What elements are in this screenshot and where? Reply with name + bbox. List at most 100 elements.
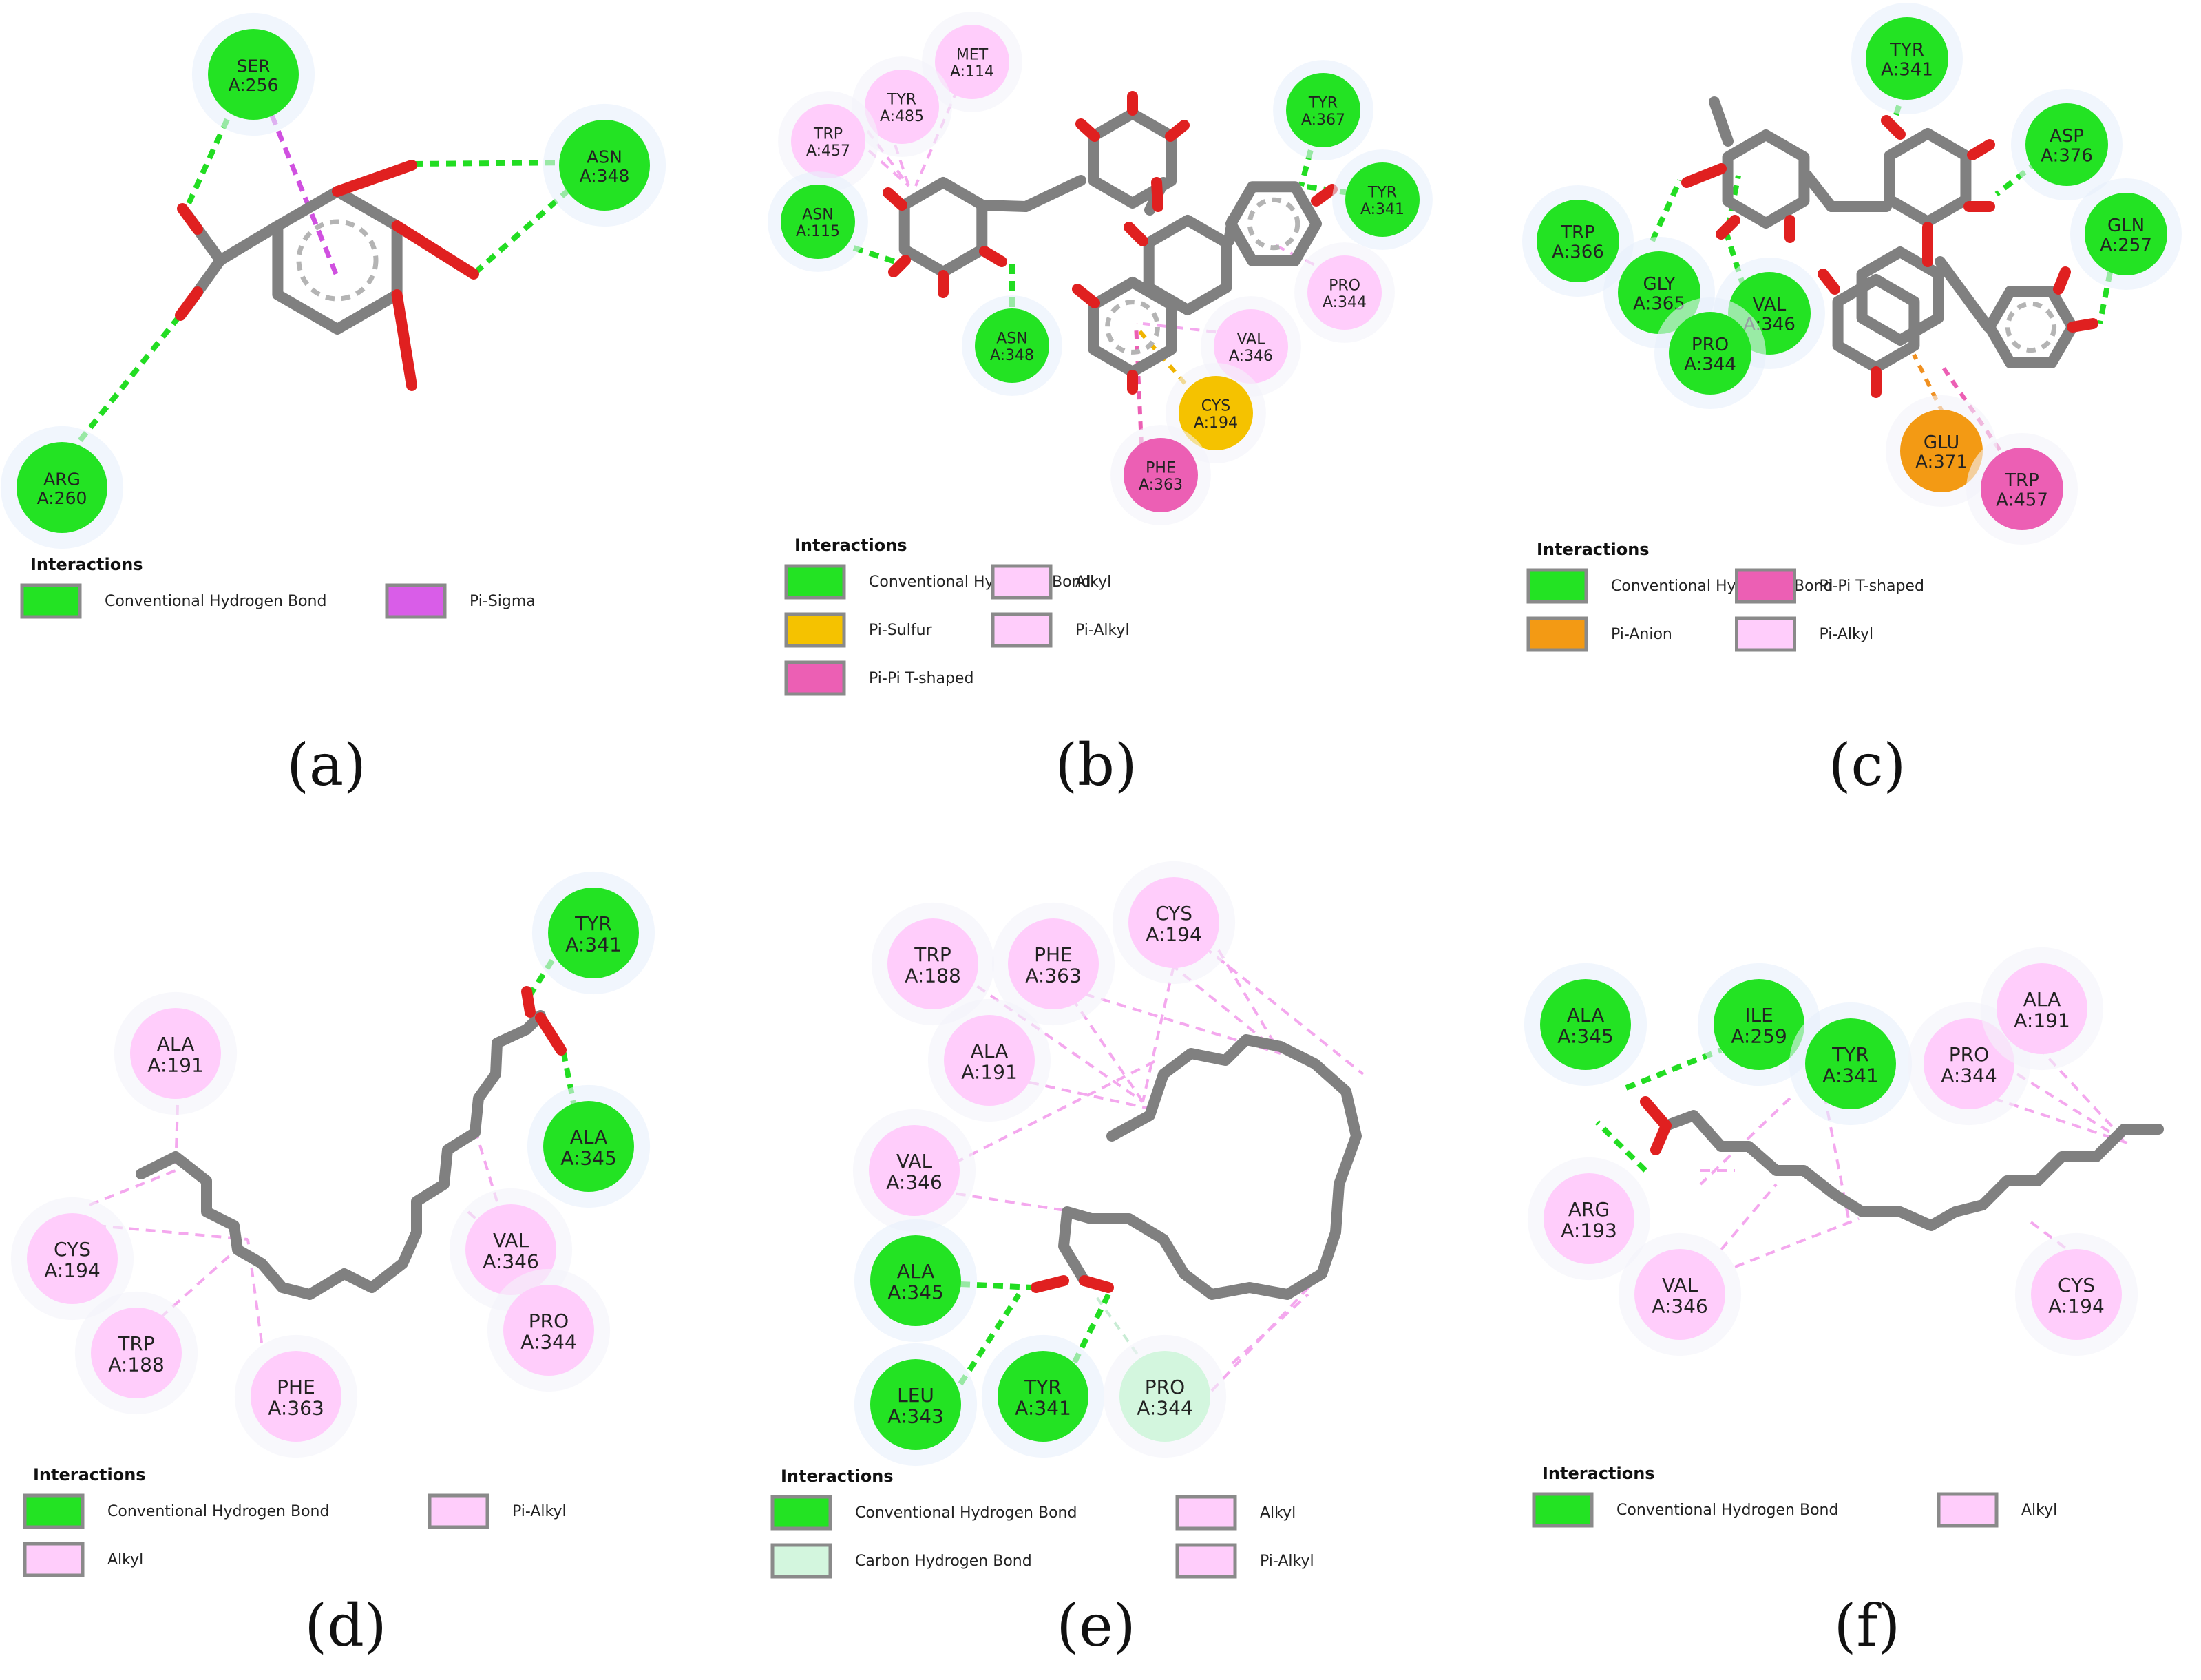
residue-name: MET [956, 47, 989, 64]
legend-label: Alkyl [1260, 1504, 1296, 1522]
legend-item: Conventional Hydrogen Bond [784, 564, 1091, 600]
panel-b: META:114TYRA:485TRPA:457ASNA:115ASNA:348… [768, 12, 1433, 799]
residue-name: ASN [996, 330, 1027, 348]
residue-name: CYS [1201, 398, 1230, 415]
legend-label: Pi-Pi T-shaped [1820, 578, 1924, 595]
legend-label: Pi-Anion [1611, 626, 1672, 643]
ligand-flavonoid-glycoside [883, 91, 1338, 395]
legend-label: Carbon Hydrogen Bond [855, 1553, 1032, 1570]
residue-id: A:344 [1323, 294, 1367, 311]
legend-swatch [1937, 1492, 1999, 1528]
residue-name: PRO [1949, 1043, 1989, 1066]
residue-name: ARG [43, 469, 81, 489]
legend-label: Conventional Hydrogen Bond [869, 574, 1091, 591]
legend-item: Pi-Anion [1526, 616, 1672, 652]
legend-title: Interactions [1542, 1464, 1655, 1483]
residue-id: A:257 [2100, 235, 2152, 256]
legend-title: Interactions [794, 536, 907, 555]
panel-a: SERA:256ASNA:348ARGA:260InteractionsConv… [0, 12, 666, 799]
legend-title: Interactions [30, 555, 143, 574]
residue-id: A:193 [1561, 1219, 1617, 1242]
legend-swatch [385, 583, 447, 619]
panel-e: TRPA:188PHEA:363CYSA:194ALAA:191VALA:346… [770, 861, 1365, 1659]
residue-id: A:188 [108, 1354, 165, 1376]
legend-label: Alkyl [1075, 574, 1111, 591]
legend-item: Pi-Alkyl [1735, 616, 1874, 652]
legend-item: Conventional Hydrogen Bond [770, 1495, 1077, 1531]
residue-name: PHE [1034, 943, 1073, 966]
residue-name: LEU [897, 1384, 934, 1407]
legend-label: Conventional Hydrogen Bond [1616, 1502, 1838, 1519]
residue-name: ALA [2023, 988, 2061, 1011]
legend-swatch [1735, 568, 1796, 604]
legend-label: Conventional Hydrogen Bond [105, 593, 326, 610]
residue-id: A:367 [1301, 112, 1345, 129]
residue-name: TRP [117, 1332, 154, 1355]
residue-id: A:363 [1139, 476, 1183, 494]
residue-name: CYS [54, 1238, 91, 1261]
residue-name: GLN [2107, 216, 2145, 236]
legend-swatch [1735, 616, 1796, 652]
interaction-lines [63, 73, 582, 460]
residue-id: A:345 [887, 1281, 944, 1304]
residue-id: A:346 [886, 1171, 942, 1194]
legend-item: Pi-Alkyl [428, 1493, 567, 1529]
legend-swatch [1175, 1543, 1237, 1579]
residue-name: CYS [1155, 902, 1192, 925]
panel-label: (f) [1834, 1592, 1901, 1659]
residue-name: TRP [813, 126, 843, 143]
legend-swatch [784, 564, 846, 600]
residue-id: A:376 [2041, 146, 2093, 167]
legend-swatch [784, 612, 846, 648]
ligand-polyunsaturated-fatty-acid [1031, 1034, 1362, 1300]
residue-name: TRP [914, 943, 951, 966]
legend-swatch [991, 564, 1053, 600]
residue-id: A:256 [229, 75, 279, 95]
residue-id: A:341 [1015, 1397, 1071, 1420]
residue-id: A:344 [520, 1331, 577, 1354]
residue-id: A:363 [268, 1397, 324, 1420]
residue-name: TYR [1831, 1043, 1869, 1066]
legend-label: Pi-Alkyl [1820, 626, 1874, 643]
residue-id: A:345 [560, 1147, 617, 1170]
legend-swatch [1532, 1492, 1594, 1528]
residue-id: A:485 [880, 108, 924, 125]
legend-item: Conventional Hydrogen Bond [1532, 1492, 1838, 1528]
legend-swatch [23, 1542, 85, 1577]
legend-item: Carbon Hydrogen Bond [770, 1543, 1032, 1579]
panel-f: ALAA:345ILEA:259TYRA:341PROA:344ALAA:191… [1524, 947, 2164, 1659]
panel-c: TYRA:341ASPA:376GLNA:257TRPA:366GLYA:365… [1522, 3, 2182, 799]
residue-name: TYR [1308, 95, 1338, 112]
residue-id: A:457 [806, 143, 850, 160]
residue-name: PHE [277, 1376, 315, 1398]
residue-name: ALA [897, 1260, 935, 1283]
panel-label: (e) [1056, 1592, 1135, 1659]
residue-name: PRO [1329, 277, 1360, 295]
residue-name: ALA [157, 1033, 195, 1056]
legend-label: Alkyl [2021, 1502, 2057, 1519]
residue-id: A:457 [1996, 490, 2048, 511]
residue-name: ALA [971, 1040, 1009, 1062]
residue-name: VAL [1753, 295, 1787, 315]
residue-id: A:345 [1557, 1025, 1614, 1048]
residue-name: ASN [587, 147, 622, 167]
legend-title: Interactions [781, 1467, 894, 1486]
legend-item: Pi-Sigma [385, 583, 536, 619]
